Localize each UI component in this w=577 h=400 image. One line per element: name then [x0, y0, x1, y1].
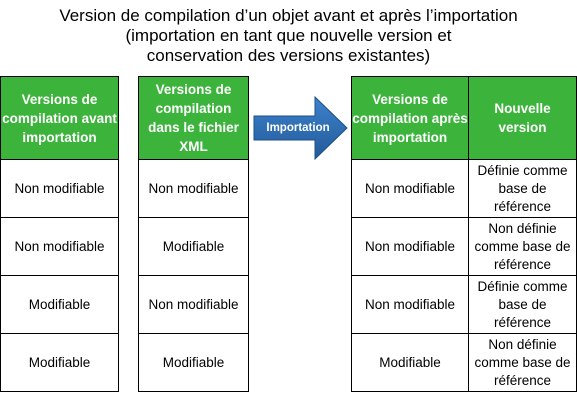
title-line-2: (importation en tant que nouvelle versio…	[125, 26, 452, 45]
table-row: Non modifiable Non définie comme base de…	[351, 217, 577, 276]
title-line-1: Version de compilation d’un objet avant …	[59, 6, 518, 25]
import-arrow: Importation	[253, 96, 348, 160]
cell-new-version-row-3: Définie comme base de référence	[468, 275, 577, 334]
cell-xml-row-2: Modifiable	[138, 217, 249, 276]
cell-before-row-1: Non modifiable	[0, 159, 119, 218]
table-row: Modifiable	[0, 275, 119, 334]
header-before-import: Versions de compilation avant importatio…	[0, 76, 119, 160]
table-header-row: Versions de compilation avant importatio…	[0, 76, 119, 160]
cell-before-row-3: Modifiable	[0, 275, 119, 334]
cell-xml-row-4: Modifiable	[138, 333, 249, 392]
diagram-title: Version de compilation d’un objet avant …	[0, 6, 577, 66]
arrow-label: Importation	[266, 122, 330, 134]
table-row: Modifiable	[0, 333, 119, 392]
table-after-import: Versions de compilation après importatio…	[351, 76, 577, 392]
table-row: Non modifiable	[138, 275, 249, 334]
cell-after-row-1: Non modifiable	[351, 159, 469, 218]
cell-xml-row-1: Non modifiable	[138, 159, 249, 218]
cell-xml-row-3: Non modifiable	[138, 275, 249, 334]
table-row: Modifiable Non définie comme base de réf…	[351, 333, 577, 392]
table-xml-file: Versions de compilation dans le fichier …	[138, 76, 249, 392]
table-row: Modifiable	[138, 217, 249, 276]
header-new-version: Nouvelle version	[468, 76, 577, 160]
table-header-row: Versions de compilation dans le fichier …	[138, 76, 249, 160]
table-row: Non modifiable Définie comme base de réf…	[351, 275, 577, 334]
cell-new-version-row-1: Définie comme base de référence	[468, 159, 577, 218]
table-before-import: Versions de compilation avant importatio…	[0, 76, 119, 392]
title-line-3: conservation des versions existantes)	[146, 46, 431, 65]
table-row: Non modifiable	[0, 159, 119, 218]
cell-before-row-4: Modifiable	[0, 333, 119, 392]
cell-new-version-row-4: Non définie comme base de référence	[468, 333, 577, 392]
cell-after-row-4: Modifiable	[351, 333, 469, 392]
cell-after-row-3: Non modifiable	[351, 275, 469, 334]
table-row: Non modifiable	[0, 217, 119, 276]
cell-before-row-2: Non modifiable	[0, 217, 119, 276]
cell-after-row-2: Non modifiable	[351, 217, 469, 276]
header-xml-file: Versions de compilation dans le fichier …	[138, 76, 249, 160]
table-row: Non modifiable Définie comme base de réf…	[351, 159, 577, 218]
table-row: Non modifiable	[138, 159, 249, 218]
header-after-import: Versions de compilation après importatio…	[351, 76, 469, 160]
table-header-row: Versions de compilation après importatio…	[351, 76, 577, 160]
arrow-right-icon	[253, 96, 348, 160]
table-row: Modifiable	[138, 333, 249, 392]
cell-new-version-row-2: Non définie comme base de référence	[468, 217, 577, 276]
